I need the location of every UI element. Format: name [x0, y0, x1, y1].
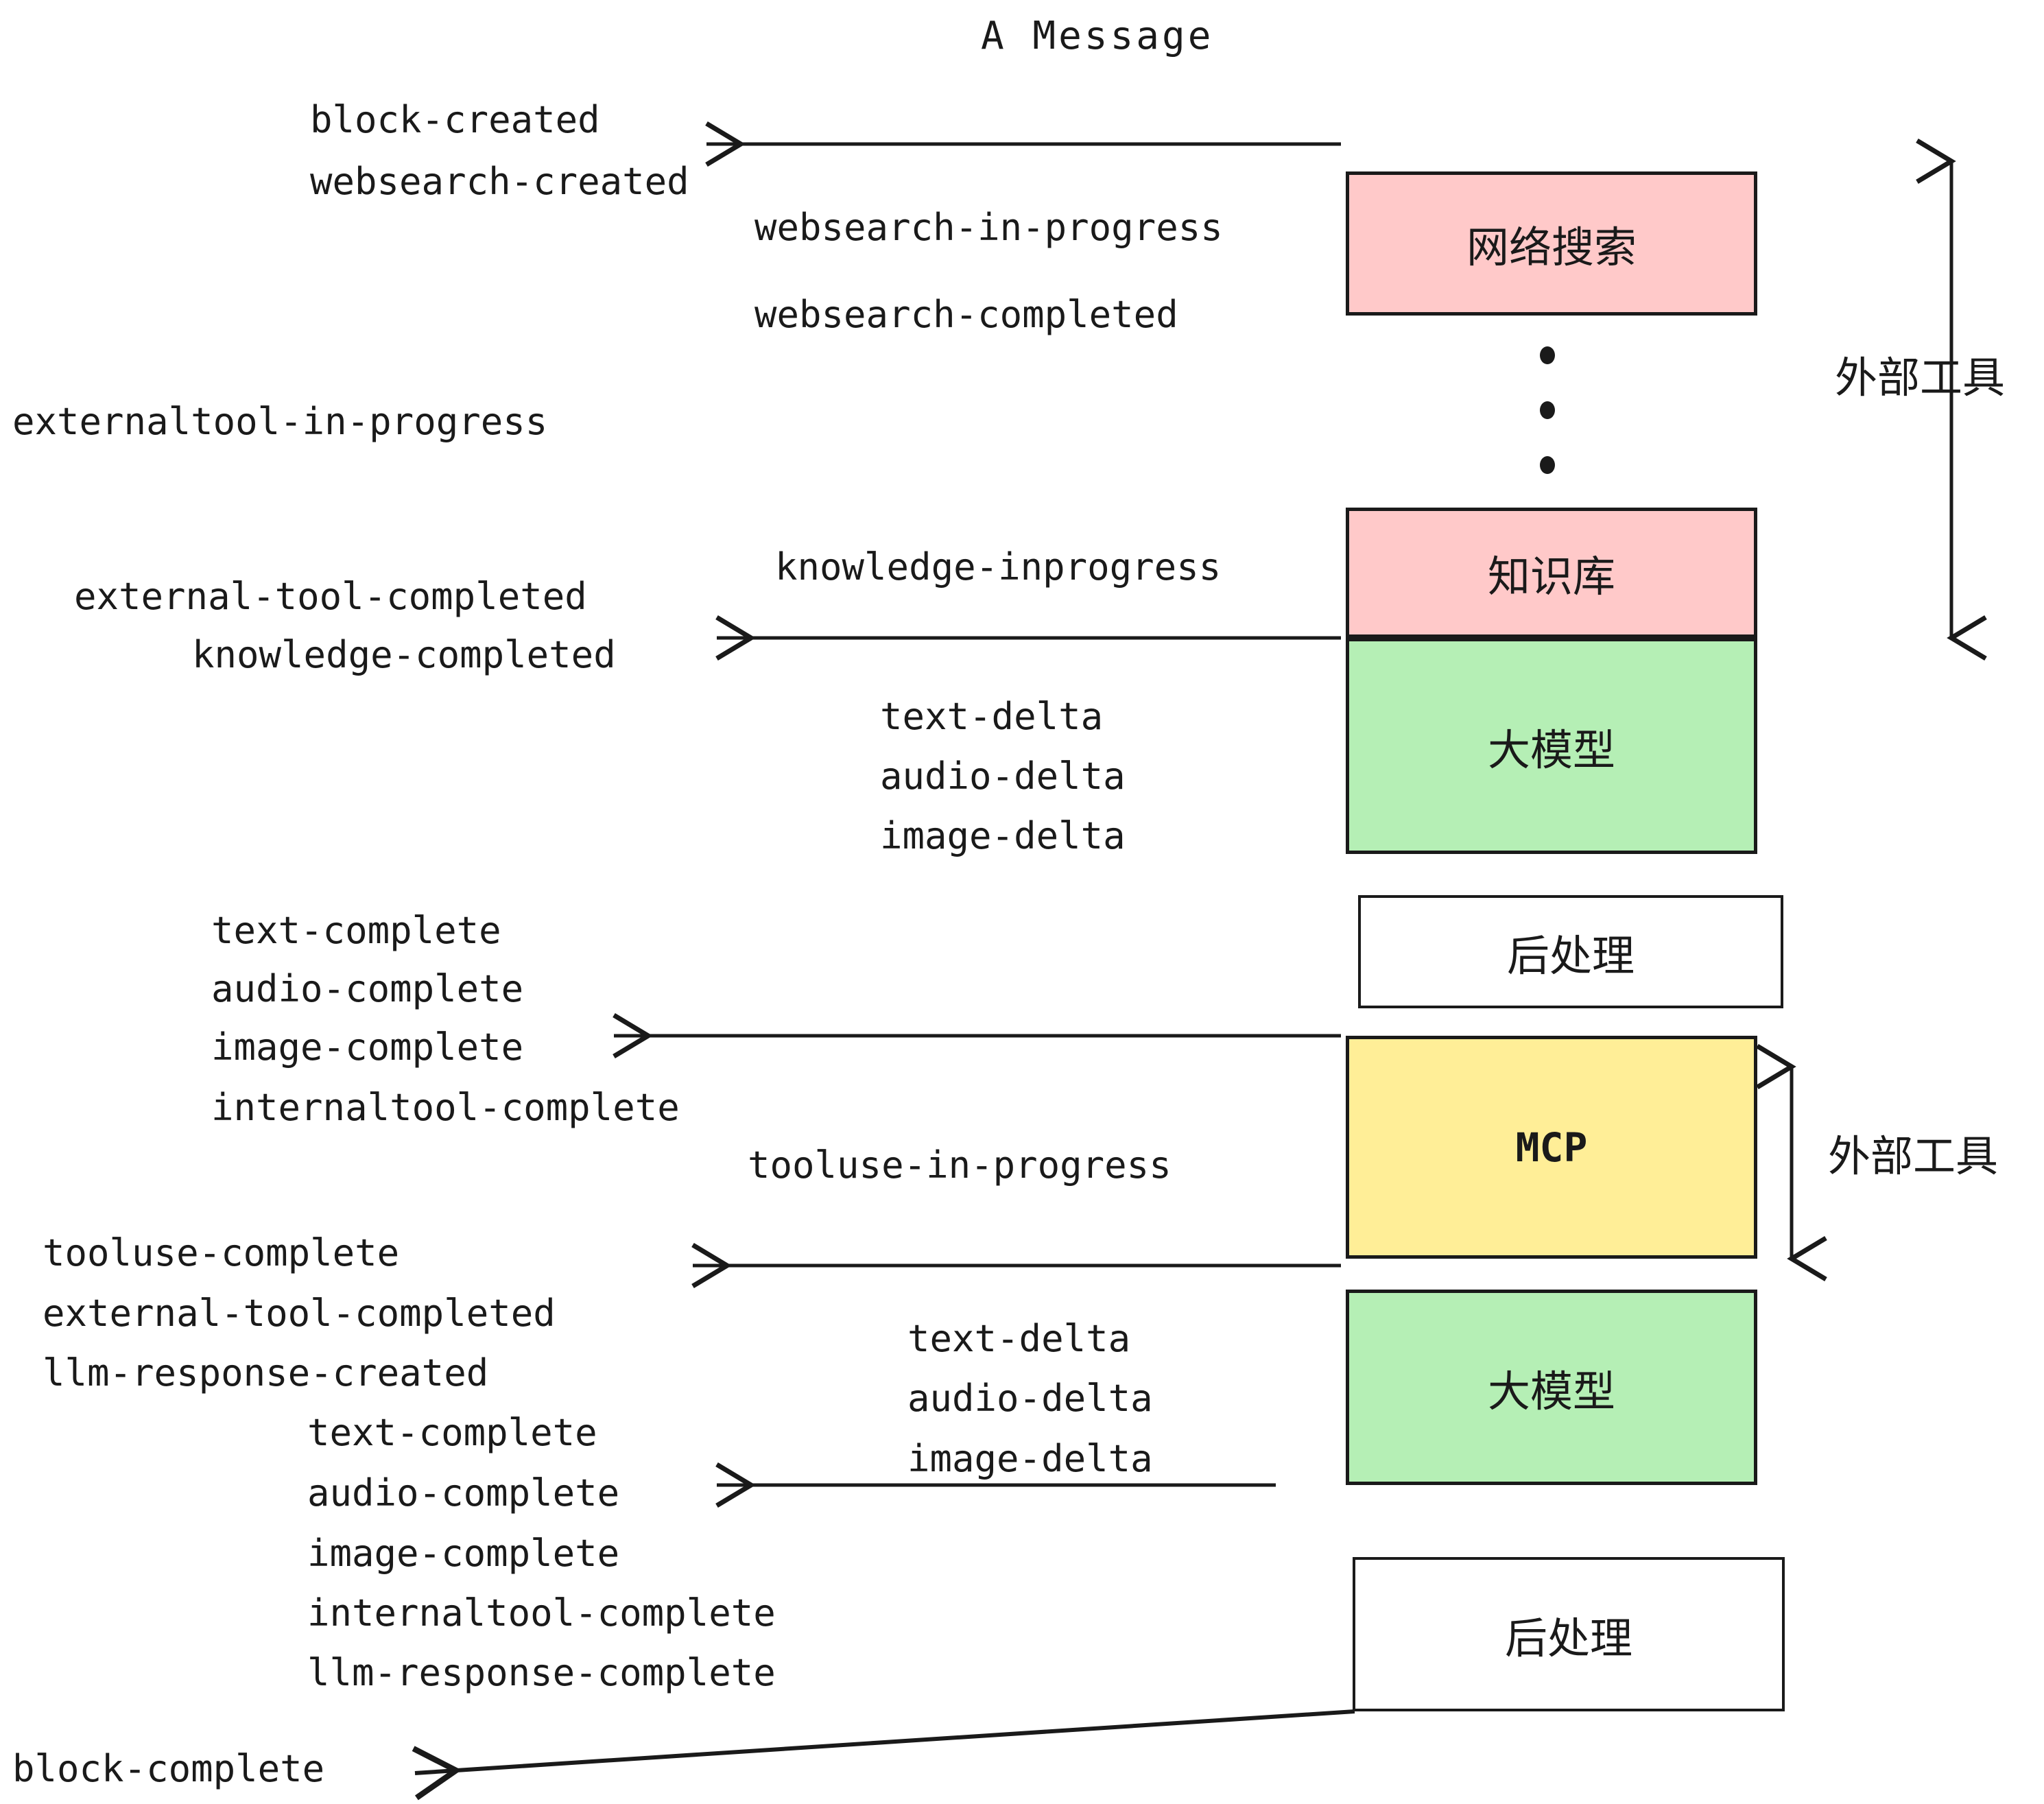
node-knowledge[interactable]: 知识库: [1346, 508, 1757, 638]
node-postprocess-1[interactable]: 后处理: [1358, 895, 1783, 1008]
arrow-block-complete: [412, 1709, 1355, 1801]
node-websearch-label: 网络搜索: [1466, 222, 1637, 272]
event-block-complete: block-complete: [12, 1747, 325, 1790]
event-image-complete-2: image-complete: [307, 1532, 620, 1575]
event-knowledge-completed: knowledge-completed: [192, 633, 616, 676]
event-knowledge-inprogress: knowledge-inprogress: [775, 545, 1222, 589]
node-llm-2[interactable]: 大模型: [1346, 1290, 1757, 1485]
event-audio-complete-1: audio-complete: [211, 967, 524, 1010]
diagram-title: A Message: [981, 14, 1214, 58]
ellipsis-dot-3: [1540, 456, 1555, 474]
event-audio-delta-1: audio-delta: [880, 755, 1126, 798]
node-postprocess-2-label: 后处理: [1504, 1613, 1632, 1663]
event-internaltool-complete-1: internaltool-complete: [211, 1086, 680, 1129]
event-text-complete-2: text-complete: [307, 1411, 597, 1454]
node-postprocess-2[interactable]: 后处理: [1353, 1557, 1785, 1711]
event-image-complete-1: image-complete: [211, 1025, 524, 1069]
node-mcp[interactable]: MCP: [1346, 1036, 1757, 1259]
side-label-external-tools-bottom: 外部工具: [1828, 1131, 1999, 1181]
event-llm-response-created: llm-response-created: [43, 1351, 489, 1394]
event-image-delta-1: image-delta: [880, 814, 1126, 857]
event-text-delta-1: text-delta: [880, 695, 1104, 738]
node-knowledge-label: 知识库: [1487, 551, 1615, 602]
event-text-delta-2: text-delta: [907, 1317, 1131, 1360]
event-external-tool-completed-1: external-tool-completed: [74, 575, 587, 618]
event-llm-response-complete: llm-response-complete: [307, 1651, 776, 1694]
event-block-created: block-created: [310, 98, 600, 141]
event-audio-delta-2: audio-delta: [907, 1377, 1153, 1420]
ellipsis-dot-2: [1540, 401, 1555, 419]
event-audio-complete-2: audio-complete: [307, 1471, 620, 1515]
node-postprocess-1-label: 后处理: [1506, 930, 1635, 981]
node-websearch[interactable]: 网络搜索: [1346, 171, 1757, 316]
side-label-external-tools-top: 外部工具: [1835, 353, 2006, 403]
node-llm-1-label: 大模型: [1487, 724, 1615, 775]
event-websearch-in-progress: websearch-in-progress: [754, 206, 1223, 249]
event-externaltool-in-progress: externaltool-in-progress: [12, 400, 548, 443]
event-websearch-completed: websearch-completed: [754, 293, 1178, 336]
event-text-complete-1: text-complete: [211, 909, 501, 952]
event-websearch-created: websearch-created: [310, 160, 689, 203]
node-mcp-label: MCP: [1515, 1124, 1588, 1171]
event-internaltool-complete-2: internaltool-complete: [307, 1591, 776, 1635]
ellipsis-dot-1: [1540, 346, 1555, 364]
event-external-tool-completed-2: external-tool-completed: [43, 1292, 556, 1335]
node-llm-2-label: 大模型: [1487, 1366, 1615, 1416]
event-tooluse-in-progress: tooluse-in-progress: [748, 1143, 1172, 1187]
event-image-delta-2: image-delta: [907, 1437, 1153, 1480]
event-tooluse-complete: tooluse-complete: [43, 1231, 400, 1274]
node-llm-1[interactable]: 大模型: [1346, 638, 1757, 854]
